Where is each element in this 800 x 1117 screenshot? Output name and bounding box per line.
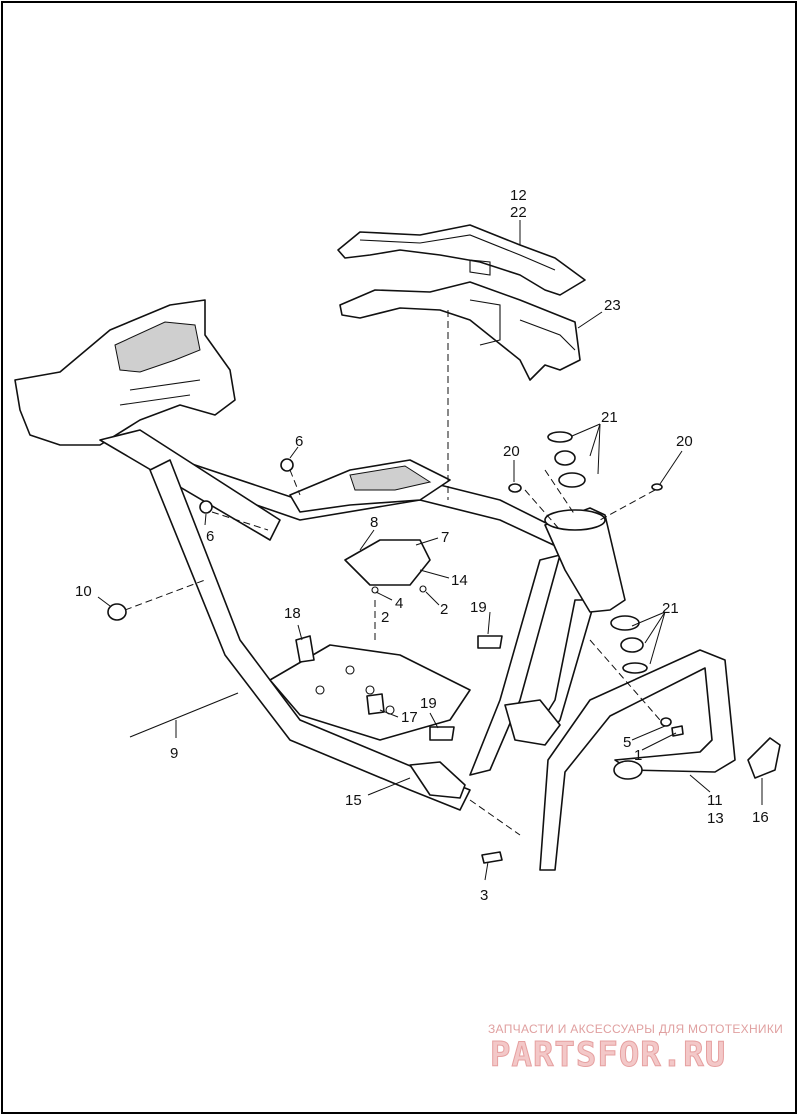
callout-19: 19 — [420, 695, 437, 712]
callout-5: 5 — [623, 734, 631, 751]
callout-2: 2 — [381, 609, 389, 626]
callout-23: 23 — [604, 297, 621, 314]
callout-19: 19 — [470, 599, 487, 616]
callout-12: 12 — [510, 187, 527, 204]
engine-guard — [539, 649, 736, 871]
leader-lines — [97, 220, 763, 881]
callout-6: 6 — [206, 528, 214, 545]
callout-1: 1 — [634, 747, 642, 764]
callout-22: 22 — [510, 204, 527, 221]
callout-2: 2 — [440, 601, 448, 618]
callout-6: 6 — [295, 433, 303, 450]
watermark: ЗАПЧАСТИ И АКСЕССУАРЫ ДЛЯ МОТОТЕХНИКИ PA… — [488, 1022, 783, 1076]
small-parts — [107, 431, 781, 864]
callout-16: 16 — [752, 809, 769, 826]
callout-9: 9 — [170, 745, 178, 762]
callout-15: 15 — [345, 792, 362, 809]
callout-14: 14 — [451, 572, 468, 589]
callout-20: 20 — [503, 443, 520, 460]
callout-18: 18 — [284, 605, 301, 622]
upper-frame-cover — [337, 224, 586, 296]
callout-3: 3 — [480, 887, 488, 904]
callout-7: 7 — [441, 529, 449, 546]
callout-8: 8 — [370, 514, 378, 531]
callout-13: 13 — [707, 810, 724, 827]
callout-17: 17 — [401, 709, 418, 726]
watermark-tagline: ЗАПЧАСТИ И АКСЕССУАРЫ ДЛЯ МОТОТЕХНИКИ — [488, 1022, 783, 1036]
callout-10: 10 — [75, 583, 92, 600]
callout-21: 21 — [662, 600, 679, 617]
lower-frame-cover — [339, 281, 581, 381]
callout-11: 11 — [707, 792, 723, 809]
alignment-lines — [124, 310, 661, 836]
watermark-logo: PARTSFOR.RU — [490, 1035, 726, 1075]
callout-21: 21 — [601, 409, 618, 426]
main-frame — [14, 299, 626, 811]
callout-labels: 12 22 23 21 20 20 6 6 8 7 10 14 4 2 2 19… — [75, 187, 769, 904]
callout-20: 20 — [676, 433, 693, 450]
callout-4: 4 — [395, 595, 403, 612]
